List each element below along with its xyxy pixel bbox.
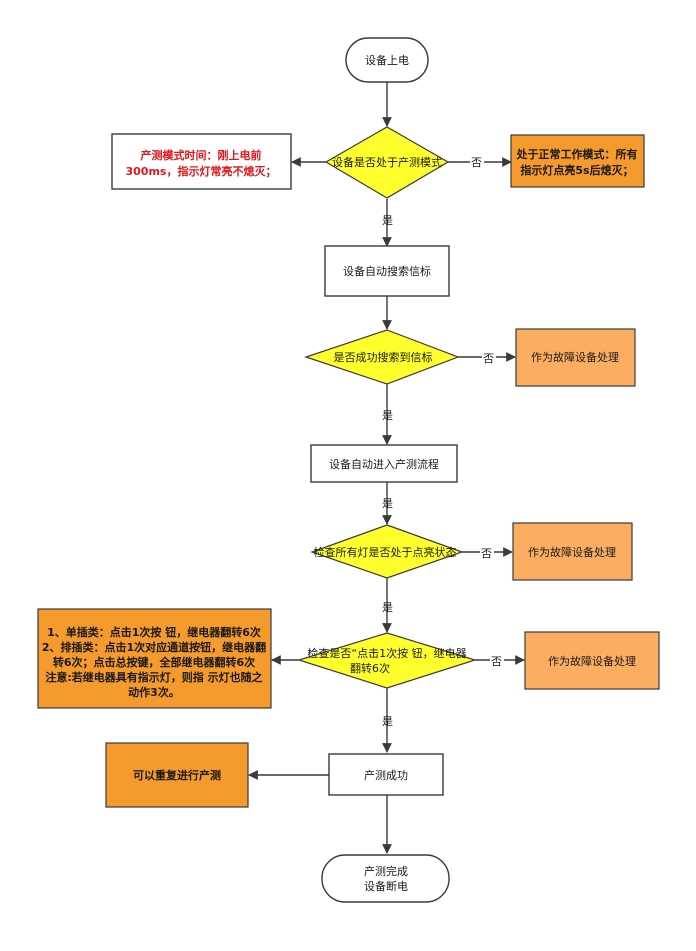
decision-test-mode-label: 设备是否处于产测模式 (332, 155, 442, 169)
process-search-beacon: 设备自动搜索信标 (324, 245, 450, 297)
note-relay-line-2: 2、排插类：点击1次对应通道按钮，继电器翻 (42, 640, 266, 654)
process-enter-test: 设备自动进入产测流程 (310, 444, 458, 483)
fault-device-3-label: 作为故障设备处理 (548, 654, 636, 668)
decision-relay-flip-line-2: 翻转6次 (350, 661, 390, 675)
note-test-mode-line-1: 产测模式时间：刚上电前 (141, 148, 262, 162)
note-normal-mode-line-1: 处于正常工作模式：所有 (516, 147, 638, 161)
note-normal-mode-line-2: 指示灯点亮5s后熄灭； (520, 163, 633, 177)
edge-label-yes-3: 是 (382, 497, 393, 510)
note-relay-line-1: 1、单插类：点击1次按 钮，继电器翻转6次 (47, 625, 261, 639)
decision-relay-flip: 检查是否“点击1次按 钮，继电器 翻转6次 (296, 632, 478, 689)
process-success: 产测成功 (328, 753, 444, 796)
edge-label-yes-2: 是 (382, 409, 393, 422)
edge-label-no-2: 否 (483, 352, 494, 365)
note-normal-mode: 处于正常工作模式：所有 指示灯点亮5s后熄灭； (510, 134, 645, 188)
edge-labels: 否 是 否 是 是 否 是 否 是 (382, 154, 504, 728)
note-relay-line-5: 动作3次。 (128, 685, 180, 699)
edge-label-no-1: 否 (471, 156, 482, 169)
note-relay: 1、单插类：点击1次按 钮，继电器翻转6次 2、排插类：点击1次对应通道按钮，继… (37, 608, 272, 709)
decision-relay-flip-line-1: 检查是否“点击1次按 钮，继电器 (307, 646, 466, 660)
start-node: 设备上电 (345, 37, 429, 83)
fault-device-2-label: 作为故障设备处理 (528, 545, 616, 559)
edge-label-yes-4: 是 (382, 601, 393, 614)
note-relay-line-4: 注意:若继电器具有指示灯，则指 示灯也随之 (45, 670, 262, 684)
edge-label-yes-1: 是 (382, 214, 393, 227)
note-repeat-label: 可以重复进行产测 (133, 768, 221, 782)
decision-all-lights: 检查所有灯是否处于点亮状态 (310, 524, 464, 579)
start-label: 设备上电 (365, 53, 409, 67)
fault-device-1-label: 作为故障设备处理 (531, 350, 619, 364)
decision-beacon-found: 是否成功搜索到信标 (304, 329, 460, 385)
fault-device-1: 作为故障设备处理 (515, 328, 636, 387)
decision-test-mode: 设备是否处于产测模式 (324, 126, 450, 199)
process-enter-test-label: 设备自动进入产测流程 (329, 457, 439, 471)
note-repeat: 可以重复进行产测 (105, 742, 249, 808)
fault-device-2: 作为故障设备处理 (512, 522, 633, 581)
edge-label-yes-5: 是 (382, 715, 393, 728)
decision-beacon-found-label: 是否成功搜索到信标 (334, 350, 433, 364)
decision-all-lights-label: 检查所有灯是否处于点亮状态 (314, 545, 457, 559)
edge-label-no-4: 否 (491, 655, 502, 668)
process-search-beacon-label: 设备自动搜索信标 (343, 264, 431, 278)
edge-label-no-3: 否 (481, 547, 492, 560)
process-success-label: 产测成功 (364, 768, 408, 782)
fault-device-3: 作为故障设备处理 (524, 631, 660, 690)
end-label-line-1: 产测完成 (364, 864, 408, 878)
note-relay-line-3: 转6次；点击总按键，全部继电器翻转6次 (53, 655, 255, 669)
end-node: 产测完成 设备断电 (321, 854, 450, 903)
end-label-line-2: 设备断电 (364, 879, 408, 893)
note-test-mode: 产测模式时间：刚上电前 300ms，指示灯常亮不熄灭； (111, 133, 292, 190)
note-test-mode-line-2: 300ms，指示灯常亮不熄灭； (126, 164, 277, 178)
